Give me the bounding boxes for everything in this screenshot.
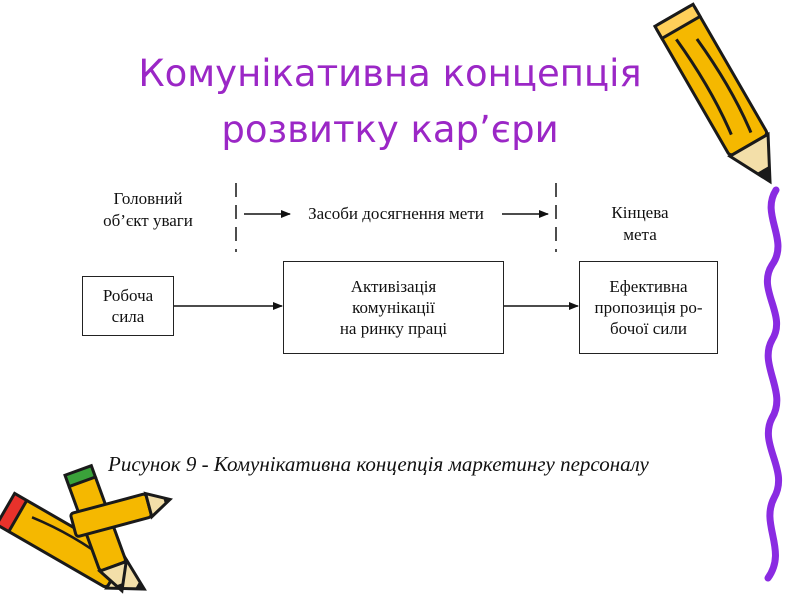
header-main-object-line1: Головний (113, 189, 183, 208)
box-activation-line3: на ринку праці (339, 319, 448, 338)
slide-title-line2: розвитку кар’єри (221, 108, 559, 151)
box-effective-offer: Ефективна пропозиція ро- бочої сили (579, 261, 718, 354)
slide-title-line1: Комунікативна концепція (138, 52, 642, 95)
box-activation-line1: Активізація (350, 277, 437, 296)
box-workforce-line1: Робоча (102, 286, 154, 305)
header-final-goal-line1: Кінцева (611, 203, 669, 222)
header-final-goal-line2: мета (623, 225, 657, 244)
slide-title: Комунікативна концепція розвитку кар’єри (40, 46, 740, 158)
box-activation: Активізація комунікації на ринку праці (283, 261, 504, 354)
box-activation-line2: комунікації (352, 298, 435, 317)
header-means: Засоби досягнення мети (308, 204, 484, 223)
box-effective-offer-line2: пропозиція ро- (594, 298, 703, 317)
header-main-object: Головний об’єкт уваги (88, 188, 208, 232)
box-workforce-line2: сила (111, 307, 145, 326)
figure-caption: Рисунок 9 - Комунікативна концепція марк… (108, 452, 649, 476)
header-main-object-line2: об’єкт уваги (103, 211, 193, 230)
box-effective-offer-line3: бочої сили (610, 319, 687, 338)
box-workforce: Робоча сила (82, 276, 174, 336)
box-effective-offer-line1: Ефективна (609, 277, 688, 296)
header-final-goal: Кінцева мета (590, 202, 690, 246)
